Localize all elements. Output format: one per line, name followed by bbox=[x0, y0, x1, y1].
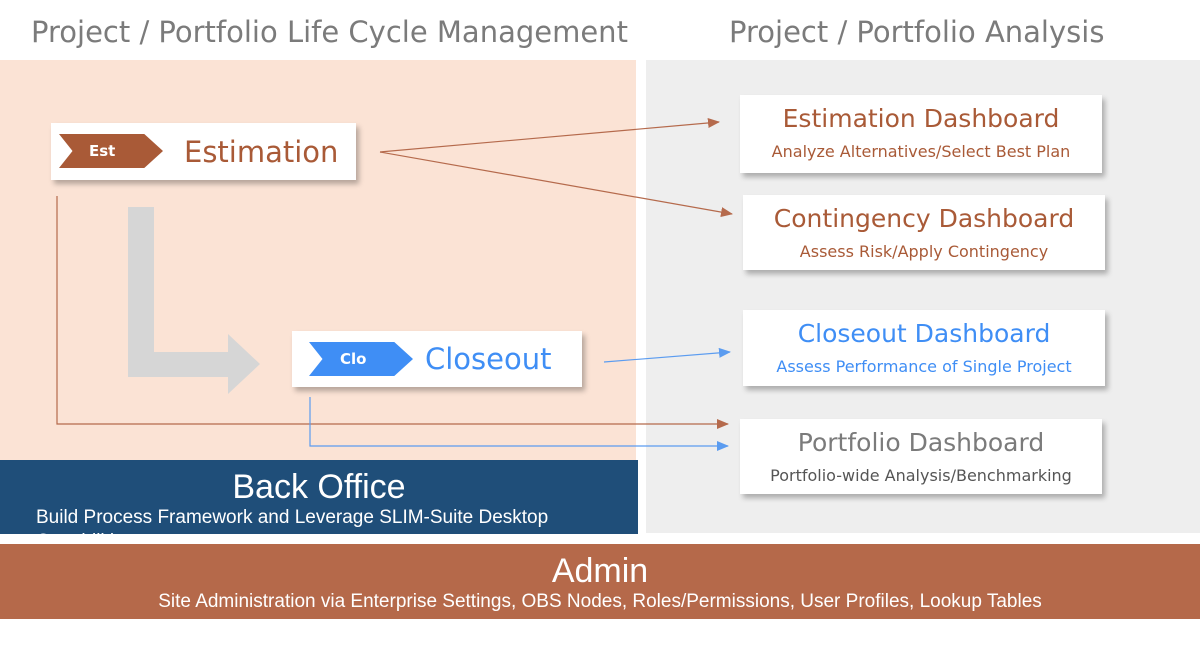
portfolio-dashboard-subtitle: Portfolio-wide Analysis/Benchmarking bbox=[770, 466, 1072, 485]
estimation-stage-label: Estimation bbox=[184, 135, 339, 169]
lifecycle-heading: Project / Portfolio Life Cycle Managemen… bbox=[31, 15, 628, 49]
admin-panel: Admin Site Administration via Enterprise… bbox=[0, 544, 1200, 619]
connector-closeout-to-portfolio-dashboard bbox=[309, 397, 729, 451]
contingency-dashboard-card[interactable]: Contingency Dashboard Assess Risk/Apply … bbox=[743, 195, 1105, 270]
closeout-stage-card[interactable]: Clo Closeout bbox=[292, 331, 582, 387]
connector-closeout-to-closeout-dashboard bbox=[603, 347, 731, 363]
closeout-dashboard-card[interactable]: Closeout Dashboard Assess Performance of… bbox=[743, 310, 1105, 386]
closeout-dashboard-title: Closeout Dashboard bbox=[797, 319, 1051, 348]
closeout-dashboard-subtitle: Assess Performance of Single Project bbox=[776, 357, 1072, 376]
back-office-title: Back Office bbox=[232, 468, 406, 506]
closeout-badge: Clo bbox=[309, 342, 413, 376]
admin-title: Admin bbox=[551, 552, 649, 590]
closeout-stage-label: Closeout bbox=[425, 342, 552, 376]
back-office-panel: Back Office Build Process Framework and … bbox=[0, 460, 638, 534]
connector-estimation-to-portfolio-dashboard bbox=[56, 196, 729, 429]
portfolio-dashboard-title: Portfolio Dashboard bbox=[797, 428, 1045, 457]
estimation-dashboard-title: Estimation Dashboard bbox=[782, 104, 1060, 133]
estimation-badge: Est bbox=[59, 134, 163, 168]
flow-arrow-estimation-to-closeout bbox=[128, 207, 260, 394]
back-office-subtitle: Build Process Framework and Leverage SLI… bbox=[36, 507, 549, 534]
estimation-dashboard-subtitle: Analyze Alternatives/Select Best Plan bbox=[771, 142, 1071, 161]
estimation-stage-card[interactable]: Est Estimation bbox=[51, 123, 356, 180]
admin-subtitle: Site Administration via Enterprise Setti… bbox=[158, 591, 1042, 612]
analysis-heading: Project / Portfolio Analysis bbox=[729, 15, 1105, 49]
portfolio-dashboard-card[interactable]: Portfolio Dashboard Portfolio-wide Analy… bbox=[740, 419, 1102, 494]
estimation-dashboard-card[interactable]: Estimation Dashboard Analyze Alternative… bbox=[740, 95, 1102, 173]
contingency-dashboard-subtitle: Assess Risk/Apply Contingency bbox=[799, 242, 1049, 261]
connector-estimation-to-estimation-dashboard bbox=[379, 117, 720, 153]
connector-estimation-to-contingency-dashboard bbox=[379, 151, 733, 218]
contingency-dashboard-title: Contingency Dashboard bbox=[773, 204, 1075, 233]
